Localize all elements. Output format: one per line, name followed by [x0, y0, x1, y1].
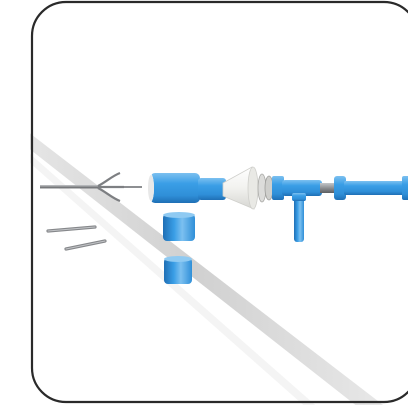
loose-pins: [46, 225, 107, 251]
watermark-stripe: [30, 118, 400, 405]
loose-blue-caps: [163, 212, 195, 284]
main-assembly: [146, 166, 408, 242]
frame-border: [30, 0, 408, 404]
wire-with-prongs: [40, 171, 142, 203]
